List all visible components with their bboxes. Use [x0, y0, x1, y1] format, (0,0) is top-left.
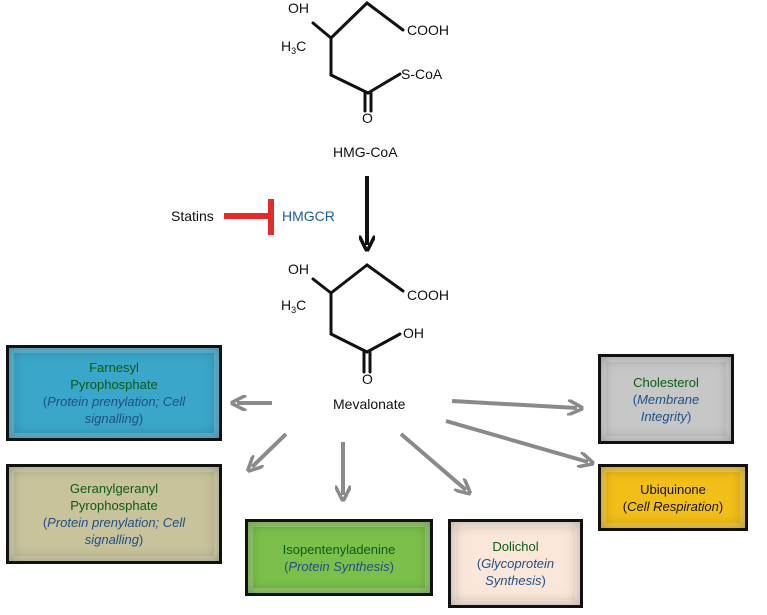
farnesyl-role-1: (Protein prenylation; Cell [43, 393, 185, 410]
statins-label: Statins [171, 208, 214, 224]
cholesterol-role-open: ( [632, 391, 638, 407]
dolichol-title-1: Dolichol [492, 539, 539, 554]
geranylgeranyl-box: Geranylgeranyl Pyrophosphate (Protein pr… [6, 464, 222, 564]
ubiquinone-title-1: Ubiquinone [640, 481, 706, 497]
geranylgeranyl-title-1: Geranylgeranyl [69, 481, 159, 496]
farnesyl-role-close: ) [138, 411, 144, 426]
hmgcoa-o-label: O [362, 110, 373, 126]
isopentenyladenine-role-open: ( [284, 558, 289, 574]
ubiquinone-role-text-1: Cell Respiration [627, 498, 719, 514]
geranylgeranyl-role-1: (Protein prenylation; Cell [43, 514, 185, 531]
product-arrows [237, 401, 588, 495]
dolichol-role-1: (Glycoprotein [477, 555, 554, 572]
hmgcoa-h3c-sub: 3 [291, 46, 297, 56]
mevalonate-h3c-sub: 3 [291, 305, 297, 315]
dolichol-role-open: ( [476, 556, 482, 571]
mevalonate-h3c-c: C [296, 297, 307, 313]
farnesyl-role-open: ( [42, 394, 48, 409]
geranylgeranyl-role-text-1: Protein prenylation; Cell [47, 515, 186, 530]
arrow-to-geranylgeranyl [252, 432, 288, 467]
mevalonate-structure [311, 263, 405, 374]
hmgcoa-h3c-c: C [296, 38, 307, 54]
dolichol-role-text-2: Synthesis [485, 573, 542, 588]
mevalonate-name: Mevalonate [333, 396, 406, 412]
farnesyl-role-text-2: signalling [84, 411, 139, 426]
dolichol-role-2: Synthesis) [485, 572, 546, 589]
mevalonate-h3c-h: H [281, 297, 292, 313]
hmgcoa-h3c-h: H [281, 38, 292, 54]
cholesterol-title-1: Cholesterol [633, 374, 699, 390]
arrow-to-cholesterol [451, 399, 577, 408]
geranylgeranyl-role-2: signalling) [85, 531, 144, 548]
mevalonate-cooh-label: COOH [407, 287, 449, 303]
geranylgeranyl-title-2: Pyrophosphate [70, 498, 158, 513]
ubiquinone-role-1: (Cell Respiration) [623, 498, 723, 515]
mevalonate-oh2-label: OH [403, 325, 424, 341]
dolichol-role-text-1: Glycoprotein [481, 556, 555, 571]
farnesyl-role-2: signalling) [85, 410, 144, 427]
dolichol-box: Dolichol (Glycoprotein Synthesis) [448, 519, 583, 608]
cholesterol-role-1: (Membrane [633, 391, 699, 408]
hmgcoa-structure [311, 1, 405, 113]
cholesterol-role-text-1: Membrane [637, 391, 700, 407]
cholesterol-role-2: Integrity) [641, 408, 692, 425]
hmgcoa-scoa-label: S-CoA [401, 66, 443, 82]
ubiquinone-role-open: ( [622, 498, 628, 514]
hmgcoa-h3c-label: H3C [281, 38, 306, 56]
hmgcoa-name: HMG-CoA [333, 144, 398, 160]
arrow-to-dolichol [399, 432, 466, 490]
farnesyl-role-text-1: Protein prenylation; Cell [47, 394, 186, 409]
isopentenyladenine-role-close: ) [389, 558, 394, 574]
ubiquinone-box: Ubiquinone (Cell Respiration) [598, 464, 748, 531]
mevalonate-h3c-label: H3C [281, 297, 306, 315]
geranylgeranyl-role-open: ( [42, 515, 48, 530]
farnesyl-box: Farnesyl Pyrophosphate (Protein prenylat… [6, 345, 222, 441]
hmgcoa-oh-label: OH [288, 0, 309, 16]
cholesterol-box: Cholesterol (Membrane Integrity) [598, 354, 734, 444]
isopentenyladenine-role-1: (Protein Synthesis) [284, 558, 394, 575]
mevalonate-o-label: O [362, 371, 373, 387]
farnesyl-title-1: Farnesyl [89, 360, 139, 375]
mevalonate-oh-label: OH [288, 261, 309, 277]
isopentenyladenine-title-1: Isopentenyladenine [282, 541, 396, 557]
farnesyl-title-2: Pyrophosphate [70, 377, 158, 392]
cholesterol-role-close: ) [686, 408, 692, 424]
isopentenyladenine-role-text-1: Protein Synthesis [288, 558, 390, 574]
dolichol-role-close: ) [541, 573, 546, 588]
hmgcoa-cooh-label: COOH [407, 22, 449, 38]
isopentenyladenine-box: Isopentenyladenine (Protein Synthesis) [245, 519, 433, 596]
ubiquinone-role-close: ) [718, 498, 724, 514]
cholesterol-role-text-2: Integrity [640, 408, 687, 424]
geranylgeranyl-role-close: ) [138, 532, 144, 547]
geranylgeranyl-role-text-2: signalling [84, 532, 139, 547]
hmgcr-label: HMGCR [282, 208, 335, 224]
statin-inhibition-bar [224, 199, 274, 235]
arrow-to-ubiquinone [445, 419, 588, 462]
